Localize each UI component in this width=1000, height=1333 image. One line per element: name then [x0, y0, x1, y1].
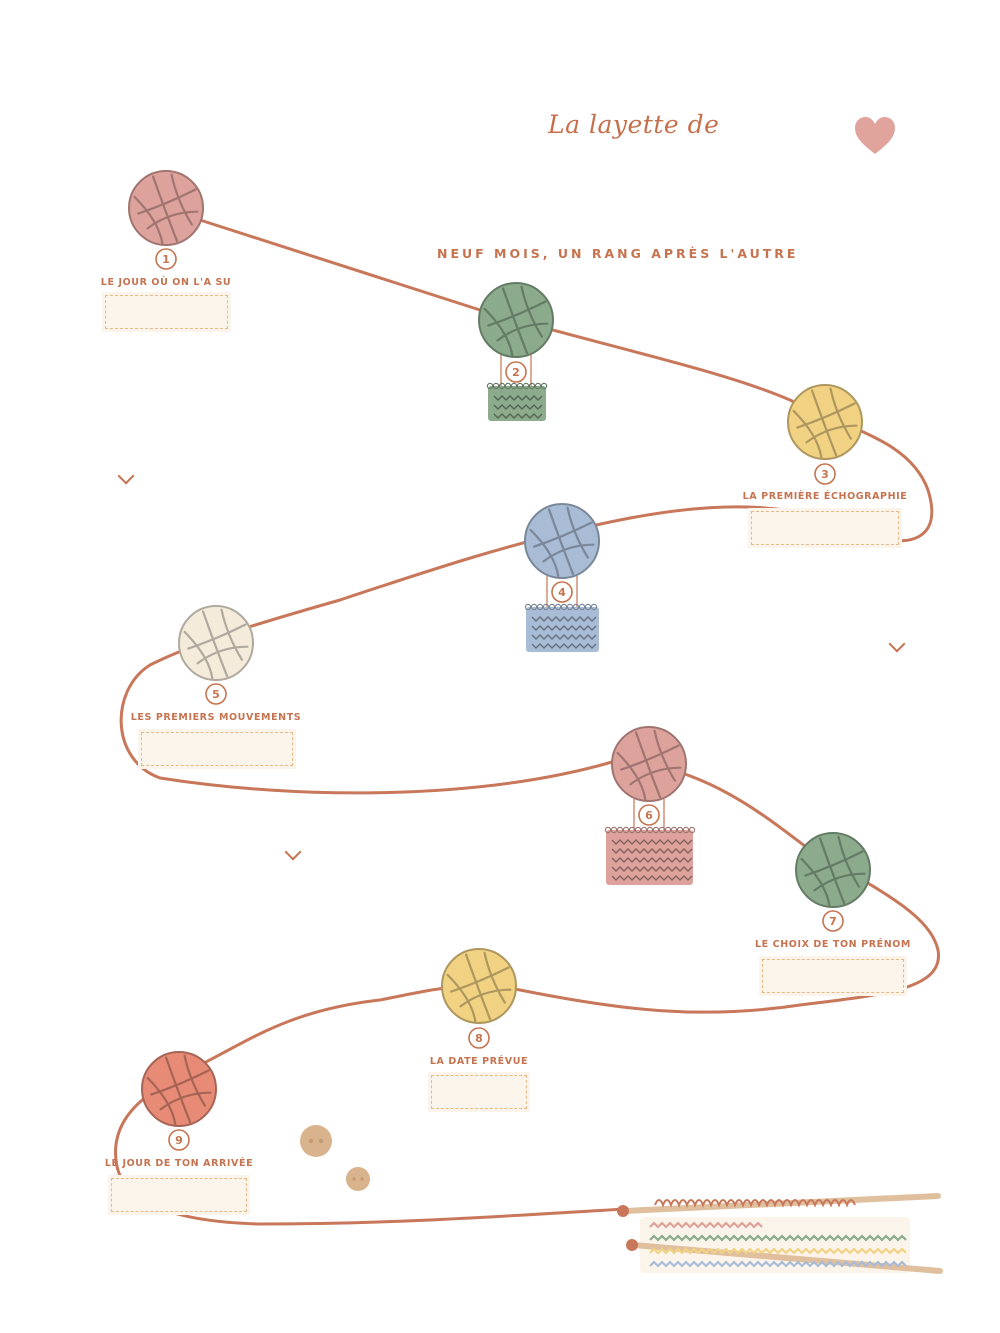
- milestone-number-8: 8: [468, 1027, 490, 1049]
- svg-text:4: 4: [558, 586, 566, 599]
- knitting-needles-icon: [617, 1193, 943, 1274]
- svg-text:6: 6: [645, 809, 653, 822]
- button-hole: [352, 1177, 356, 1181]
- yarn-ball-6-icon: [611, 726, 687, 802]
- knitted-swatch-icon: [524, 603, 599, 652]
- button-hole: [318, 1138, 324, 1144]
- milestone-label-1: LE JOUR OÙ ON L'A SU: [100, 277, 232, 288]
- milestone-number-3: 3: [814, 463, 836, 485]
- page-subtitle: NEUF MOIS, UN RANG APRÈS L'AUTRE: [437, 246, 799, 261]
- milestone-number-2: 2: [505, 361, 527, 383]
- knit-stripe: [649, 1234, 907, 1242]
- milestone-label-7: LE CHOIX DE TON PRÉNOM: [755, 939, 911, 950]
- svg-text:9: 9: [175, 1134, 183, 1147]
- milestone-label-3: LA PREMIÈRE ÉCHOGRAPHIE: [742, 491, 908, 502]
- milestone-label-8: LA DATE PRÉVUE: [429, 1056, 529, 1067]
- knit-stripe: [649, 1221, 763, 1229]
- yarn-ball-7-icon: [795, 832, 871, 908]
- knit-stripe: [649, 1247, 907, 1255]
- milestone-number-9: 9: [168, 1129, 190, 1151]
- svg-text:8: 8: [475, 1032, 483, 1045]
- svg-text:2: 2: [512, 366, 520, 379]
- milestone-number-1: 1: [155, 248, 177, 270]
- yarn-ball-5-icon: [178, 605, 254, 681]
- milestone-field-7[interactable]: [759, 956, 907, 996]
- milestone-field-5[interactable]: [138, 729, 296, 769]
- knitted-swatch-icon: [486, 382, 548, 421]
- button-icon: [300, 1125, 332, 1157]
- knitted-swatch-icon: [604, 826, 696, 885]
- svg-text:5: 5: [212, 688, 220, 701]
- button-hole: [360, 1177, 364, 1181]
- milestone-number-7: 7: [822, 910, 844, 932]
- yarn-ball-1-icon: [128, 170, 204, 246]
- button-icon: [346, 1167, 370, 1191]
- svg-text:7: 7: [829, 915, 837, 928]
- heart-icon: [855, 117, 895, 154]
- milestone-number-6: 6: [638, 804, 660, 826]
- svg-text:3: 3: [821, 468, 829, 481]
- knit-stripe: [649, 1260, 907, 1268]
- milestone-label-5: LES PREMIERS MOUVEMENTS: [130, 712, 302, 723]
- button-hole: [308, 1138, 314, 1144]
- milestone-field-3[interactable]: [748, 508, 902, 548]
- svg-text:1: 1: [162, 253, 170, 266]
- milestone-field-8[interactable]: [428, 1072, 530, 1112]
- yarn-ball-4-icon: [524, 503, 600, 579]
- milestone-field-9[interactable]: [108, 1175, 250, 1215]
- yarn-ball-3-icon: [787, 384, 863, 460]
- page-title: La layette de: [548, 110, 720, 139]
- yarn-ball-2-icon: [478, 282, 554, 358]
- milestone-number-5: 5: [205, 683, 227, 705]
- milestone-label-9: LE JOUR DE TON ARRIVÉE: [104, 1158, 254, 1169]
- milestone-number-4: 4: [551, 581, 573, 603]
- yarn-ball-8-icon: [441, 948, 517, 1024]
- milestone-field-1[interactable]: [102, 292, 231, 332]
- yarn-ball-9-icon: [141, 1051, 217, 1127]
